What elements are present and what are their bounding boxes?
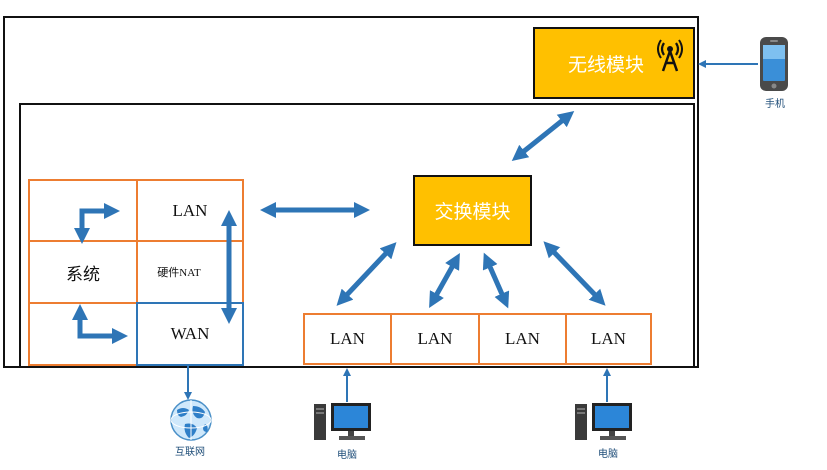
grid-system-label: 系统 (66, 264, 100, 285)
internet-globe-icon (170, 399, 212, 441)
grid-lan-label: LAN (172, 200, 208, 220)
arrow-switch-lan3 (482, 252, 510, 309)
switch-module: 交换模块 (413, 175, 532, 246)
switch-module-label: 交换模块 (434, 201, 511, 223)
phone-caption: 手机 (765, 99, 785, 110)
lan-port-1: LAN (303, 313, 392, 365)
pc1-caption: 电脑 (337, 450, 357, 461)
arrow-wireless-switch (511, 111, 575, 161)
arrow-switch-lan2 (429, 253, 460, 308)
arrow-system-wan-loop (71, 303, 129, 345)
internet-caption: 互联网 (175, 447, 205, 458)
grid-wan-label: WAN (170, 324, 210, 343)
antenna-icon (657, 39, 683, 72)
device-inner-frame (19, 103, 695, 368)
wireless-module-label: 无线模块 (567, 53, 644, 76)
grid-hardware-nat-label: 硬件NAT (157, 267, 201, 279)
lan-port-4-label: LAN (591, 329, 626, 348)
arrow-switch-lan4 (543, 241, 606, 306)
arrow-switch-lan1 (336, 242, 397, 306)
pc2-caption: 电脑 (598, 449, 618, 460)
computer-icon (575, 403, 632, 440)
lan-port-4: LAN (565, 313, 652, 365)
lan-port-3-label: LAN (505, 329, 540, 348)
lan-port-1-label: LAN (330, 329, 365, 348)
arrow-system-lan-loop (73, 202, 121, 245)
lan-port-2-label: LAN (417, 329, 453, 348)
phone-icon (760, 37, 788, 91)
grid-system: 系统 (28, 240, 138, 304)
lan-port-3: LAN (478, 313, 567, 365)
computer-icon (314, 403, 371, 440)
wireless-module: 无线模块 (533, 27, 695, 99)
